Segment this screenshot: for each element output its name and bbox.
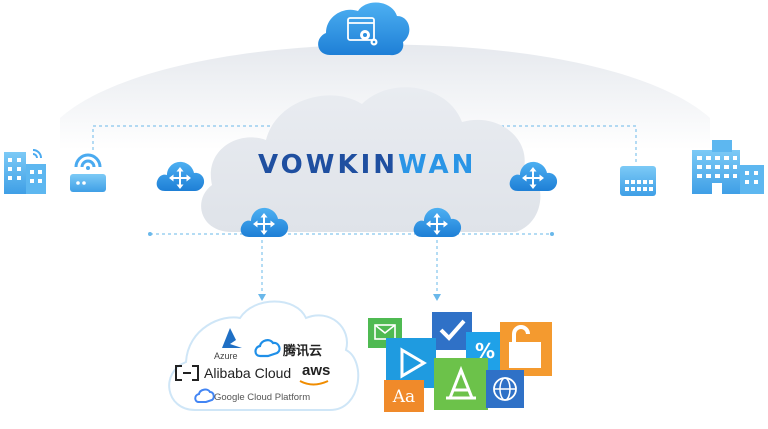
check-icon: [432, 312, 472, 350]
wan-cloud: [201, 87, 541, 232]
app-tiles: % Aa: [368, 312, 552, 412]
google-cloud-logo: [194, 388, 215, 403]
azure-label: Azure: [214, 351, 238, 361]
brand-part-2: WAN: [398, 150, 477, 180]
globe-icon: [486, 370, 524, 408]
svg-text:%: %: [475, 339, 495, 363]
router-node-left: [155, 160, 205, 192]
azure-logo: [222, 328, 242, 348]
app-store-icon: [434, 358, 488, 410]
data-center-building-icon: [692, 140, 764, 194]
aws-logo: [299, 380, 329, 386]
office-building-icon: [4, 149, 46, 194]
tencent-label: 腾讯云: [283, 343, 323, 358]
alibaba-cloud-logo: [175, 365, 199, 381]
svg-text:Aa: Aa: [392, 387, 415, 407]
management-cloud: [318, 2, 410, 56]
brand-title: VOWKINWAN: [258, 150, 476, 180]
google-cloud-label: Google Cloud Platform: [214, 392, 311, 403]
alibaba-label: Alibaba Cloud: [204, 365, 292, 381]
wifi-router-icon: [70, 153, 106, 192]
brand-part-1: VOWKIN: [258, 150, 399, 180]
unlock-icon: [500, 322, 552, 376]
aws-label: aws: [302, 362, 331, 379]
font-icon: Aa: [384, 380, 424, 412]
play-icon: [386, 338, 436, 388]
server-appliance-icon: [620, 166, 656, 196]
tencent-cloud-logo: [254, 339, 281, 358]
app-settings-icon: [347, 17, 378, 46]
